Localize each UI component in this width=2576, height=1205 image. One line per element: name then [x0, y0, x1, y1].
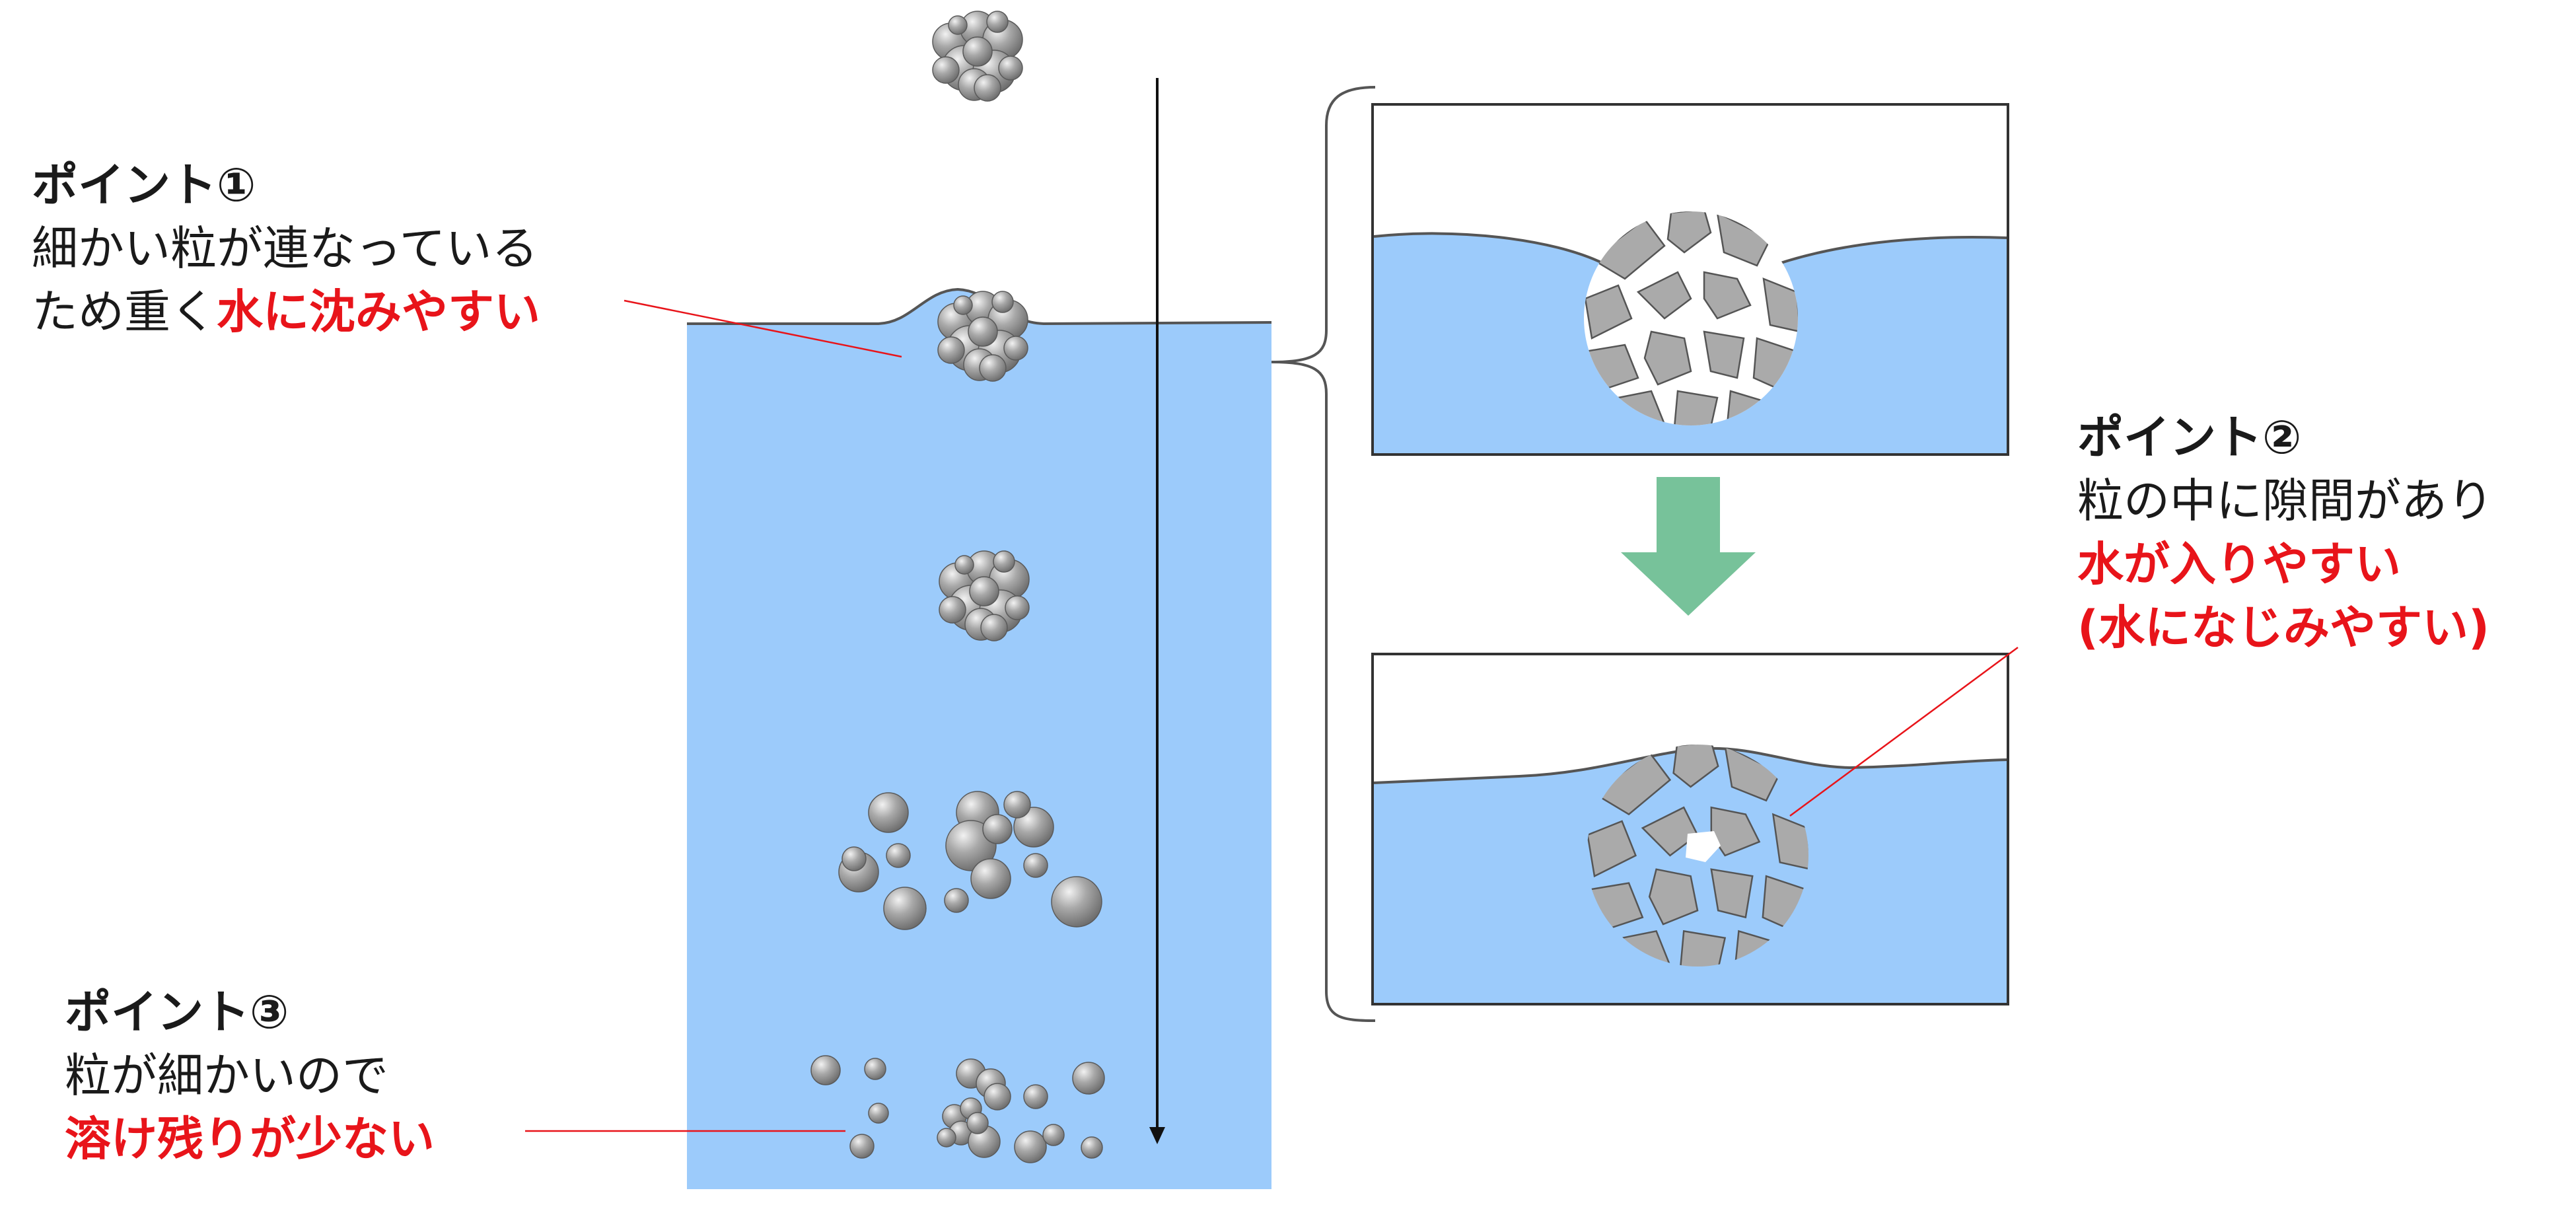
particle-cluster-dissolving: [810, 1055, 1105, 1163]
point2-line2-accent: 水が入りやすい: [2077, 537, 2401, 591]
particle-cluster-above-water: [932, 11, 1023, 102]
particle: [1023, 853, 1048, 878]
tank-water: [687, 289, 1271, 1189]
particle: [1005, 595, 1030, 620]
point2-line1: 粒の中に隙間があり: [2077, 474, 2493, 528]
zoom-brace: [1271, 86, 1376, 1022]
zoom-panel-before: [1371, 103, 2009, 456]
particle: [883, 887, 927, 930]
particle: [937, 1128, 956, 1148]
point2-line3-accent: (水になじみやすい): [2077, 601, 2489, 655]
black-down-arrow-icon: [1149, 78, 1165, 1144]
particle-fragment: [1703, 330, 1745, 379]
particle: [810, 1055, 841, 1085]
particle-fragment: [1666, 211, 1712, 254]
particle: [991, 291, 1014, 313]
water-tank: [687, 287, 1272, 1189]
point1-heading: ポイント①: [32, 158, 256, 212]
particle-fragment: [1643, 330, 1692, 386]
particle: [868, 1103, 889, 1124]
particle-fragment: [1679, 930, 1727, 967]
leader-line-point1: [624, 299, 902, 358]
particle: [968, 316, 998, 347]
particle: [1072, 1062, 1105, 1095]
callout-point1: ポイント① 細かい粒が連なっている ため重く水に沈みやすい: [32, 153, 540, 344]
particle-fragment: [1703, 271, 1752, 320]
particle: [1003, 336, 1028, 361]
particle: [948, 15, 968, 35]
particle: [979, 354, 1007, 382]
particle: [841, 846, 867, 871]
particle: [868, 792, 909, 833]
particle: [1051, 876, 1102, 928]
point1-line2-plain: ため重く: [32, 285, 217, 339]
particle: [886, 843, 911, 868]
particle: [1003, 791, 1031, 819]
particle-fragment: [1584, 284, 1633, 340]
particle-fragment: [1648, 868, 1699, 926]
particle: [966, 1112, 989, 1134]
particle: [864, 1058, 886, 1080]
particle-fragment: [1672, 745, 1719, 788]
particle-cluster-sinking: [939, 550, 1030, 641]
particle: [849, 1134, 875, 1159]
particle: [1013, 807, 1054, 848]
particle: [986, 11, 1009, 33]
leader-line-point2: [1789, 646, 2019, 817]
remaining-air-pocket: [1686, 831, 1721, 862]
particle: [953, 295, 973, 315]
particle-fragment: [1587, 820, 1637, 878]
particle-fragment: [1636, 271, 1692, 320]
green-down-arrow-icon: [1621, 477, 1756, 616]
particle: [1081, 1136, 1103, 1159]
particle: [969, 576, 999, 606]
particle: [944, 888, 969, 913]
particle: [937, 336, 965, 364]
particle: [1042, 1124, 1065, 1146]
callout-point3: ポイント③ 粒が細かいので 溶け残りが少ない: [65, 980, 435, 1171]
point1-line1: 細かい粒が連なっている: [32, 221, 538, 275]
particle: [984, 1083, 1011, 1111]
callout-point2: ポイント② 粒の中に隙間があり 水が入りやすい (水になじみやすい): [2077, 406, 2493, 659]
particle: [993, 550, 1015, 573]
particle: [982, 814, 1013, 844]
particle-cluster-breaking-up: [838, 791, 1102, 930]
point3-line2-accent: 溶け残りが少ない: [65, 1112, 435, 1166]
point2-heading: ポイント②: [2077, 410, 2302, 464]
zoom-panel-after: [1371, 653, 2009, 1005]
particle: [932, 56, 960, 84]
particle: [939, 596, 966, 624]
point1-line2-accent: 水に沈みやすい: [217, 285, 540, 339]
particle-fragment: [1710, 868, 1754, 919]
particle-fragment: [1771, 813, 1808, 871]
particle: [974, 74, 1001, 102]
particle: [962, 36, 993, 67]
particle: [998, 55, 1023, 81]
point3-line1: 粒が細かいので: [65, 1048, 388, 1103]
particle-fragment: [1710, 806, 1761, 857]
particle-fragment: [1673, 390, 1719, 425]
particle: [1023, 1084, 1048, 1109]
particle-cluster-at-surface: [937, 291, 1028, 382]
particle: [980, 614, 1008, 641]
particle: [970, 858, 1011, 899]
point3-heading: ポイント③: [65, 985, 289, 1039]
particle: [1014, 1130, 1047, 1163]
particle: [954, 555, 974, 575]
particle-fragment: [1762, 277, 1798, 333]
